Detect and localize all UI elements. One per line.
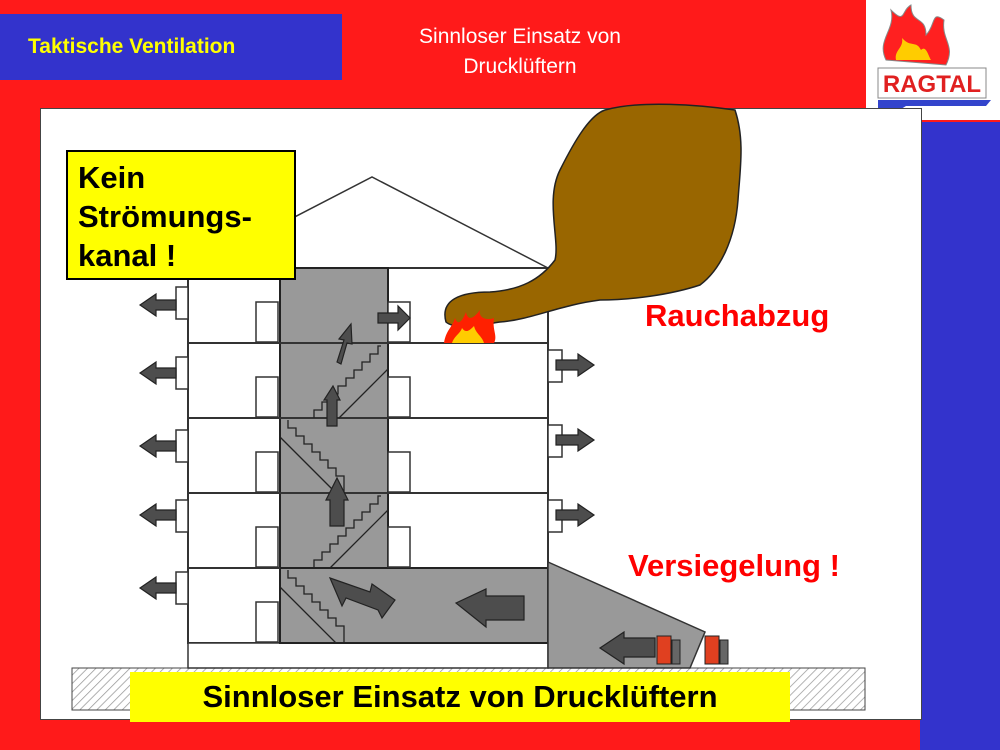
- svg-text:RAGTAL: RAGTAL: [883, 71, 981, 98]
- fire-icon: [444, 310, 496, 343]
- slide-title: Sinnloser Einsatz von Drucklüftern: [419, 25, 621, 78]
- fans: [656, 635, 729, 665]
- caption: Sinnloser Einsatz von Drucklüftern: [130, 672, 790, 722]
- blue-side-bar: [920, 122, 1000, 750]
- ragtal-logo: RAGTAL: [866, 0, 1000, 120]
- smoke-exhaust-label: Rauchabzug: [645, 298, 830, 333]
- smoke-cloud: [444, 103, 742, 328]
- section-title: Taktische Ventilation: [0, 14, 342, 80]
- seal-label: Versiegelung !: [628, 548, 840, 583]
- airflow-arrows: [138, 292, 656, 666]
- callout-no-flow-channel: Kein Strömungs- kanal !: [66, 150, 296, 280]
